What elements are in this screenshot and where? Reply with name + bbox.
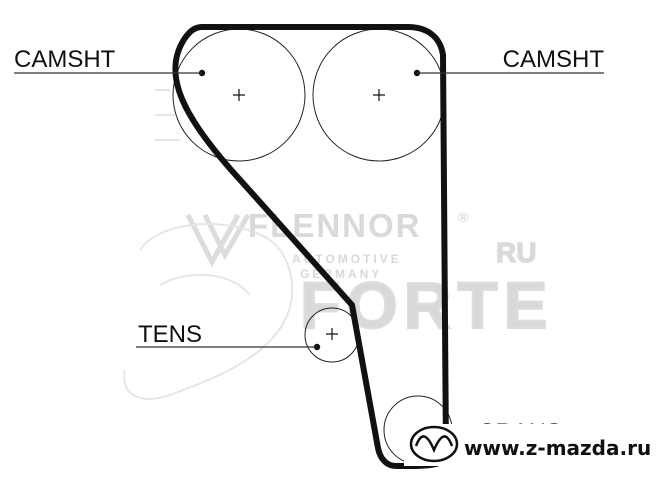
timing-belt [172,24,449,469]
camshaft-left-center-mark [233,89,245,101]
label-camshaft-left: CAMSHT [14,46,116,73]
watermark-ru: RU [496,237,536,268]
label-camshaft-right: CAMSHT [503,46,605,73]
site-url: www.z-mazda.ru [464,436,651,460]
watermark-sub-1: AUTOMOTIVE [292,252,402,266]
horse-watermark-icon [123,89,294,400]
watermark-layer: FLENNOR ® AUTOMOTIVE GERMANY FORTE RU [123,89,554,400]
label-tensioner: TENS [138,321,202,348]
watermark-registered: ® [458,209,469,225]
watermark-brand: FLENNOR [248,207,422,244]
mazda-logo-icon [409,425,459,463]
leader-lines [14,72,604,348]
camshaft-right-center-mark [373,89,385,101]
tensioner-center-mark [326,328,338,340]
site-badge: www.z-mazda.ru [404,424,658,466]
watermark-forte: FORTE [300,268,554,342]
flennor-logo-icon [185,213,251,268]
